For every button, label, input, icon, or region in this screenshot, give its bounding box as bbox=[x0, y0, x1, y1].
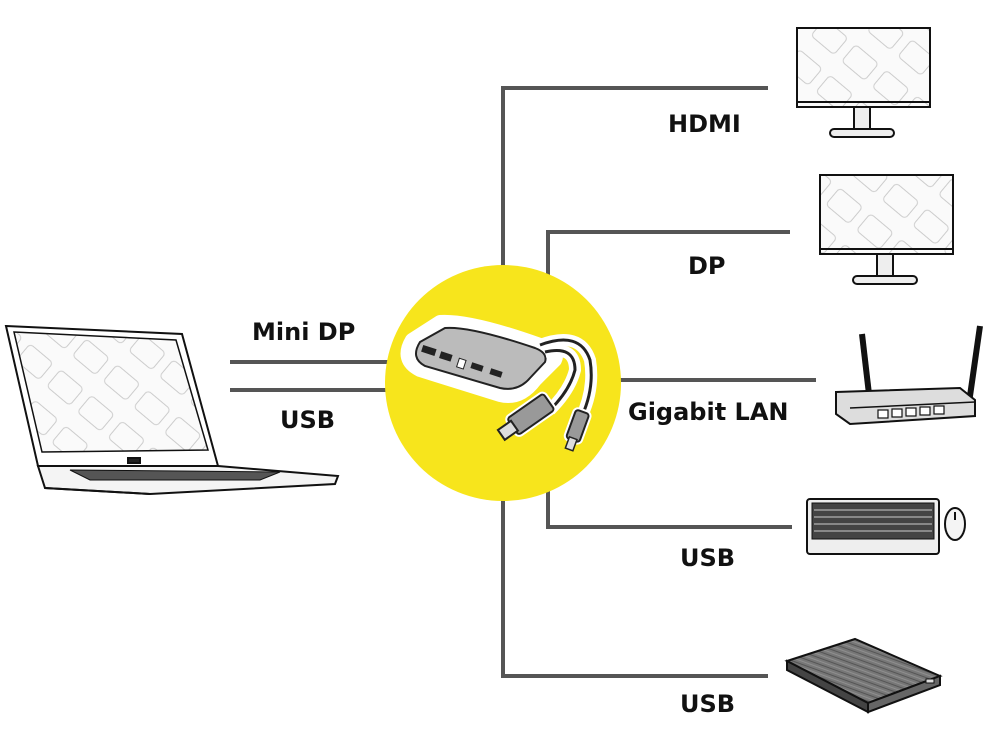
wires bbox=[230, 86, 816, 678]
monitor-icon-hdmi bbox=[796, 27, 931, 138]
monitor-icon-dp bbox=[819, 174, 954, 285]
label-gigabit-lan: Gigabit LAN bbox=[628, 398, 789, 426]
wire-usb-drive bbox=[501, 495, 768, 678]
label-usb-keyboard: USB bbox=[680, 544, 736, 572]
usb-hub-icon bbox=[400, 314, 598, 452]
label-usb-source: USB bbox=[280, 406, 336, 434]
router-icon bbox=[835, 325, 983, 426]
laptop-icon bbox=[4, 324, 340, 496]
keyboard-mouse-icon bbox=[806, 498, 966, 555]
external-drive-icon bbox=[784, 637, 943, 714]
label-hdmi: HDMI bbox=[668, 110, 741, 138]
wire-hdmi bbox=[501, 86, 768, 270]
hub-badge bbox=[385, 265, 621, 501]
label-dp: DP bbox=[688, 252, 726, 280]
label-mini-dp: Mini DP bbox=[252, 318, 356, 346]
wire-usb-keyboard bbox=[546, 490, 792, 529]
wire-dp bbox=[546, 230, 790, 278]
label-usb-drive: USB bbox=[680, 690, 736, 718]
